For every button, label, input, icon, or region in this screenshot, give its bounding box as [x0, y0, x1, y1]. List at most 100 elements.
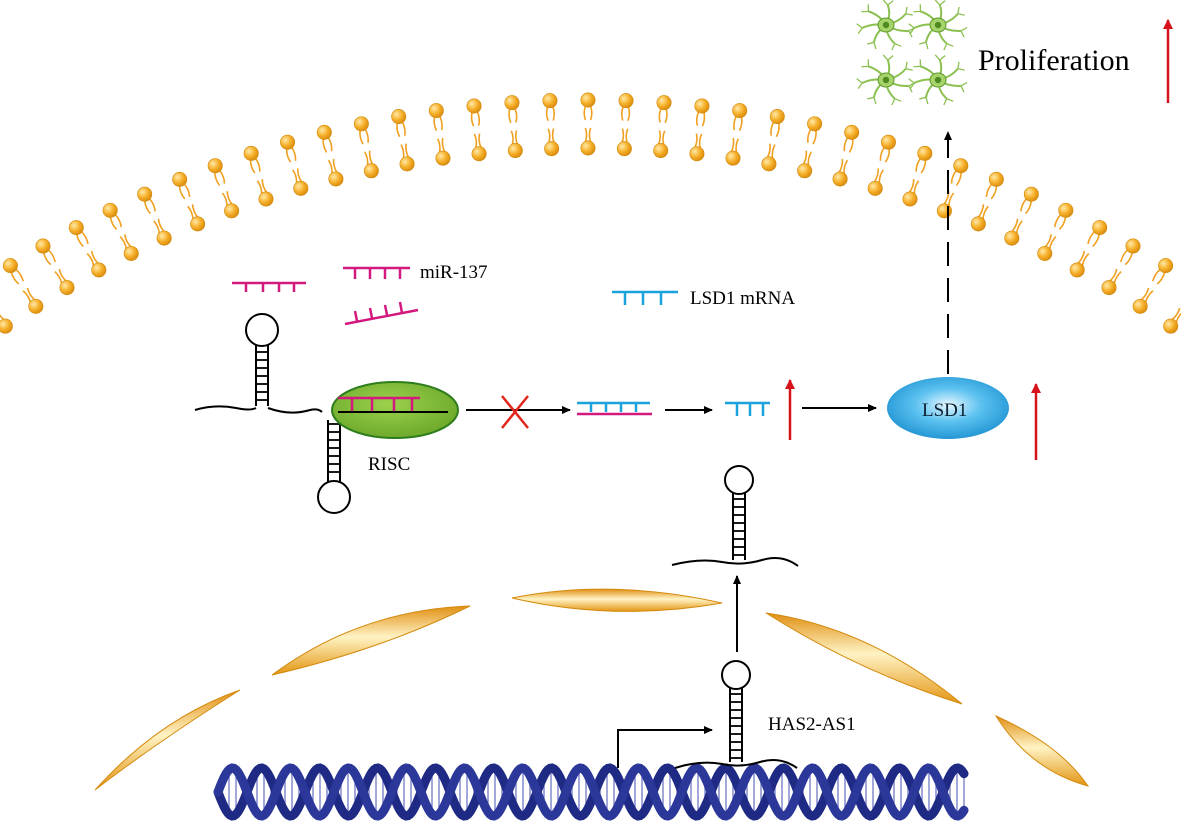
- nucleus-segment: [994, 714, 1090, 787]
- lsd1-protein: [887, 377, 1009, 439]
- phospholipid-head: [902, 191, 918, 207]
- phospholipid-head: [190, 216, 206, 232]
- phospholipid-head: [1004, 230, 1020, 246]
- cell-membrane: [0, 92, 1181, 334]
- phospholipid-head: [428, 103, 444, 119]
- neural-cell-icon: [856, 54, 916, 106]
- phospholipid-head: [544, 141, 560, 157]
- phospholipid-head: [1125, 238, 1141, 254]
- phospholipid-head: [1163, 318, 1179, 334]
- phospholipid-head: [1158, 258, 1174, 274]
- dna-strand: [213, 763, 969, 821]
- phospholipid-head: [507, 143, 523, 159]
- nucleus-segment: [94, 689, 241, 791]
- risc-label: RISC: [368, 454, 410, 475]
- phospholipid-head: [1101, 280, 1117, 296]
- phospholipid-head: [156, 230, 172, 246]
- neural-cell-icon: [908, 0, 968, 51]
- neural-cell-icon: [908, 54, 968, 106]
- phospholipid-head: [504, 95, 520, 111]
- mir-137-label: miR-137: [420, 262, 488, 283]
- phospholipid-head: [689, 146, 705, 162]
- phospholipid-head: [172, 171, 188, 187]
- proliferating-cells: [856, 0, 968, 106]
- phospholipid-head: [243, 145, 259, 161]
- dna-strand: [213, 763, 969, 821]
- mirna-mrna-duplex: [577, 401, 652, 416]
- phospholipid-head: [832, 171, 848, 187]
- phospholipid-head: [542, 93, 558, 109]
- phospholipid-head: [316, 124, 332, 140]
- phospholipid-head: [353, 116, 369, 132]
- phospholipid-head: [0, 318, 13, 334]
- phospholipid-head: [917, 145, 933, 161]
- has2-as1-lncrna-hairpin: [674, 660, 798, 769]
- transcription-arrow: [617, 726, 713, 768]
- phospholipid-head: [102, 202, 118, 218]
- phospholipid-head: [732, 103, 748, 119]
- phospholipid-head: [466, 98, 482, 114]
- phospholipid-head: [1069, 262, 1085, 278]
- neural-cell-icon: [856, 0, 916, 51]
- phospholipid-head: [1023, 186, 1039, 202]
- phospholipid-head: [363, 163, 379, 179]
- phospholipid-head: [137, 186, 153, 202]
- phospholipid-head: [280, 134, 296, 150]
- phospholipid-head: [224, 203, 240, 219]
- nucleus-segment: [271, 605, 471, 676]
- dna-double-helix: [213, 763, 969, 821]
- phospholipid-head: [953, 158, 969, 174]
- phospholipid-head: [988, 171, 1004, 187]
- phospholipid-head: [1058, 202, 1074, 218]
- phospholipid-head: [656, 95, 672, 111]
- phospholipid-head: [391, 109, 407, 125]
- cytoplasmic-lncrna-hairpin: [671, 465, 799, 567]
- mir-137-strands: [232, 266, 419, 326]
- phospholipid-head: [1037, 245, 1053, 261]
- phospholipid-head: [807, 116, 823, 132]
- phospholipid-head: [435, 150, 451, 166]
- phospholipid-head: [1092, 220, 1108, 236]
- phospholipid-head: [328, 171, 344, 187]
- lsd1-mrna-legend-icon: [612, 290, 678, 305]
- phospholipid-head: [867, 180, 883, 196]
- has2-as1-label: HAS2-AS1: [768, 714, 856, 735]
- risc-bound-mirna: [338, 396, 448, 413]
- phospholipid-head: [68, 220, 84, 236]
- phospholipid-head: [653, 143, 669, 159]
- phospholipid-head: [580, 140, 596, 156]
- phospholipid-head: [2, 258, 18, 274]
- phospholipid-head: [580, 92, 596, 108]
- lsd1-mrna-label: LSD1 mRNA: [690, 288, 795, 309]
- phospholipid-head: [616, 141, 632, 157]
- phospholipid-head: [1132, 298, 1148, 314]
- mirna-strand: [343, 266, 410, 279]
- phospholipid-head: [28, 298, 44, 314]
- lsd1-label: LSD1: [922, 400, 967, 421]
- phospholipid-head: [59, 280, 75, 296]
- mirna-strand: [344, 301, 419, 326]
- phospholipid-head: [258, 191, 274, 207]
- phospholipid-head: [293, 180, 309, 196]
- blocked-x-icon: [501, 395, 529, 429]
- phospholipid-head: [91, 262, 107, 278]
- phospholipid-head: [123, 245, 139, 261]
- free-lsd1-mrna: [725, 401, 770, 416]
- phospholipid-head: [970, 216, 986, 232]
- phospholipid-head: [880, 134, 896, 150]
- phospholipid-head: [936, 203, 952, 219]
- nuclear-envelope: [94, 588, 1090, 791]
- phospholipid-head: [797, 163, 813, 179]
- lncrna-sponge: [194, 313, 351, 514]
- phospholipid-head: [207, 158, 223, 174]
- nucleus-segment: [765, 612, 963, 705]
- phospholipid-head: [725, 150, 741, 166]
- phospholipid-head: [618, 93, 634, 109]
- phospholipid-head: [694, 98, 710, 114]
- phospholipid-head: [399, 156, 415, 172]
- phospholipid-head: [471, 146, 487, 162]
- mirna-strand: [232, 281, 306, 292]
- phospholipid-head: [761, 156, 777, 172]
- proliferation-label: Proliferation: [978, 44, 1130, 77]
